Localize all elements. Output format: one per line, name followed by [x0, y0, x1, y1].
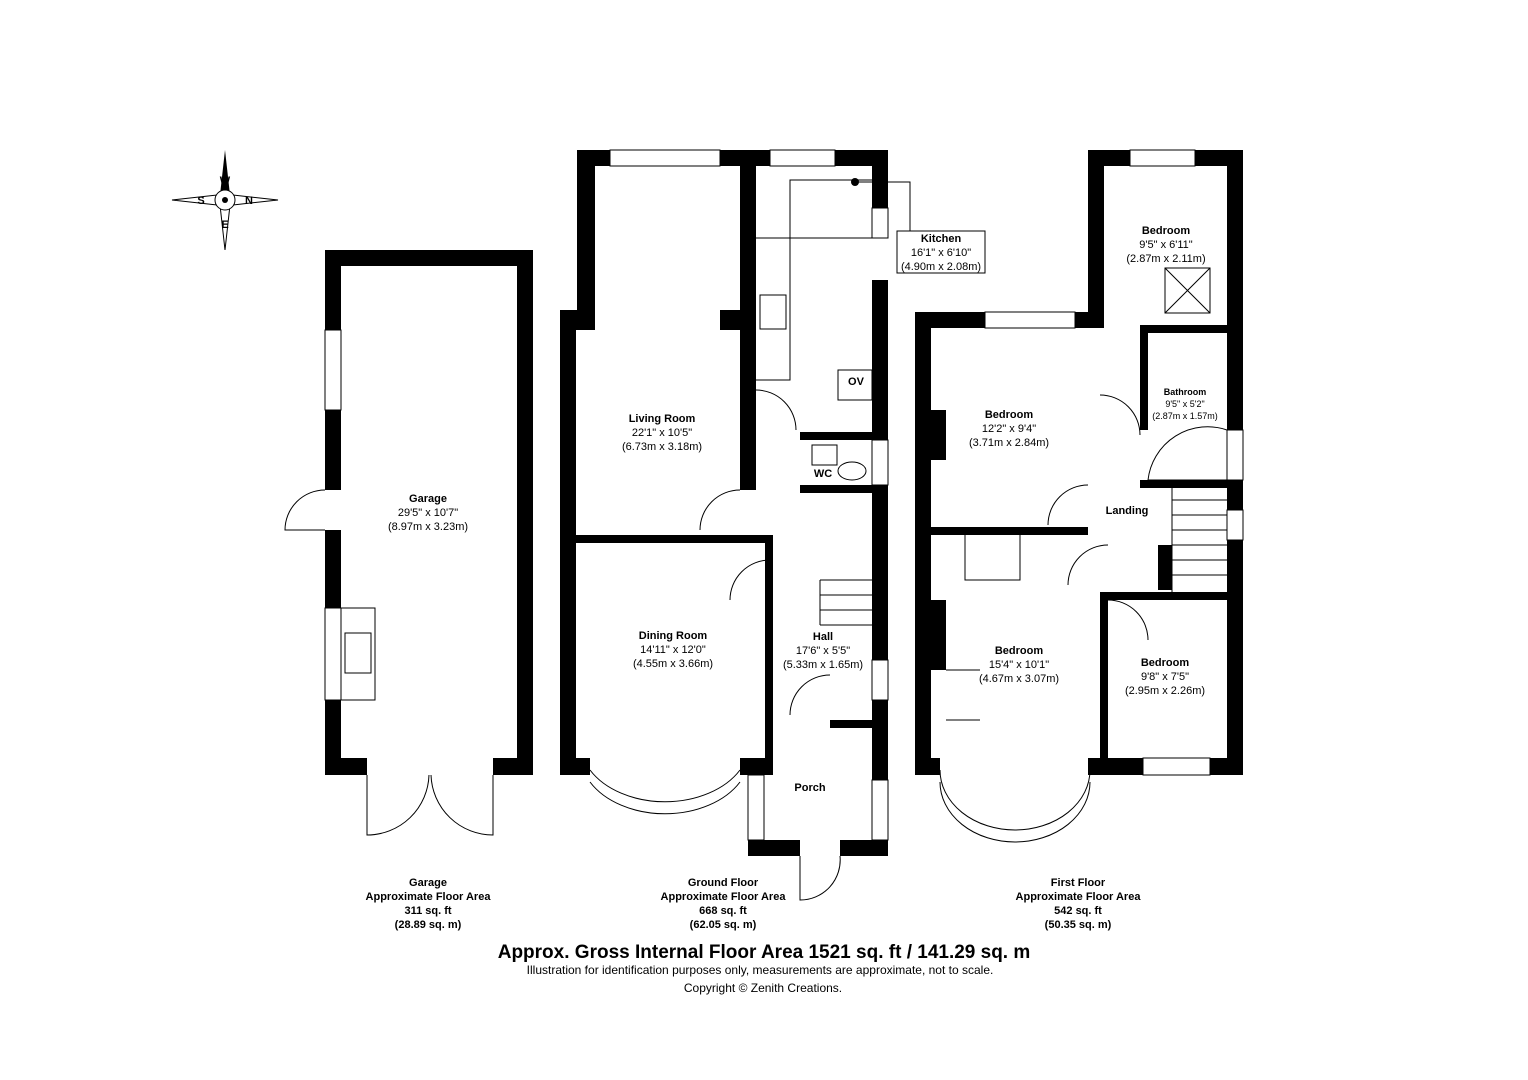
total-floor-area: Approx. Gross Internal Floor Area 1521 s… [498, 942, 1031, 963]
bedroom-bay-metric: (4.67m x 3.07m) [979, 673, 1059, 685]
bathroom-name: Bathroom [1164, 387, 1207, 397]
caption-name: Garage [409, 877, 447, 889]
hall-metric: (5.33m x 1.65m) [783, 659, 863, 671]
disclaimer: Illustration for identification purposes… [527, 963, 994, 977]
dining-room-imperial: 14'11" x 12'0" [640, 644, 706, 656]
kitchen-metric: (4.90m x 2.08m) [901, 261, 981, 273]
caption-sqm: (62.05 sq. m) [690, 919, 757, 931]
bedroom-rear-imperial: 9'5" x 6'11" [1139, 239, 1192, 251]
wc-name: WC [814, 468, 832, 480]
bathroom-imperial: 9'5" x 5'2" [1165, 399, 1204, 409]
porch-name: Porch [794, 782, 825, 794]
bedroom-small-name: Bedroom [1141, 657, 1190, 669]
ground-floor-area-caption: Ground Floor Approximate Floor Area 668 … [661, 877, 787, 931]
caption-label: Approximate Floor Area [1016, 891, 1142, 903]
compass-south: S [197, 195, 204, 207]
bedroom-bay-imperial: 15'4" x 10'1" [989, 659, 1049, 671]
bedroom-front-left-imperial: 12'2" x 9'4" [982, 423, 1036, 435]
garage-plan [284, 250, 533, 836]
garage-imperial: 29'5" x 10'7" [398, 507, 458, 519]
compass-icon: W N E S [171, 150, 279, 251]
caption-label: Approximate Floor Area [366, 891, 492, 903]
garage-area-caption: Garage Approximate Floor Area 311 sq. ft… [366, 877, 492, 931]
bathroom-metric: (2.87m x 1.57m) [1152, 411, 1218, 421]
kitchen-name: Kitchen [921, 233, 962, 245]
caption-sqm: (50.35 sq. m) [1045, 919, 1112, 931]
caption-sqft: 311 sq. ft [404, 905, 451, 917]
caption-sqft: 668 sq. ft [699, 905, 747, 917]
oven-label: OV [848, 376, 865, 388]
bedroom-rear-metric: (2.87m x 2.11m) [1126, 253, 1205, 265]
compass-east: E [221, 219, 228, 231]
bedroom-small-metric: (2.95m x 2.26m) [1125, 685, 1205, 697]
living-room-imperial: 22'1" x 10'5" [632, 427, 692, 439]
caption-label: Approximate Floor Area [661, 891, 787, 903]
dining-room-metric: (4.55m x 3.66m) [633, 658, 713, 670]
kitchen-imperial: 16'1" x 6'10" [911, 247, 971, 259]
bedroom-bay-name: Bedroom [995, 645, 1044, 657]
bedroom-small-imperial: 9'8" x 7'5" [1141, 671, 1189, 683]
living-room-metric: (6.73m x 3.18m) [622, 441, 702, 453]
caption-name: Ground Floor [688, 877, 759, 889]
bedroom-front-left-name: Bedroom [985, 409, 1034, 421]
garage-metric: (8.97m x 3.23m) [388, 521, 468, 533]
caption-sqft: 542 sq. ft [1054, 905, 1102, 917]
hall-name: Hall [813, 631, 833, 643]
landing-name: Landing [1106, 505, 1149, 517]
bedroom-front-left-metric: (3.71m x 2.84m) [969, 437, 1049, 449]
garage-name: Garage [409, 493, 447, 505]
copyright: Copyright © Zenith Creations. [684, 981, 842, 995]
caption-sqm: (28.89 sq. m) [395, 919, 462, 931]
compass-north: N [245, 195, 253, 207]
bedroom-rear-name: Bedroom [1142, 225, 1191, 237]
ground-floor-plan [560, 149, 986, 901]
compass-west: W [220, 175, 231, 187]
first-floor-area-caption: First Floor Approximate Floor Area 542 s… [1016, 877, 1142, 931]
living-room-name: Living Room [629, 413, 696, 425]
dining-room-name: Dining Room [639, 630, 708, 642]
first-floor-plan [915, 149, 1244, 843]
caption-name: First Floor [1051, 877, 1106, 889]
hall-imperial: 17'6" x 5'5" [796, 645, 850, 657]
